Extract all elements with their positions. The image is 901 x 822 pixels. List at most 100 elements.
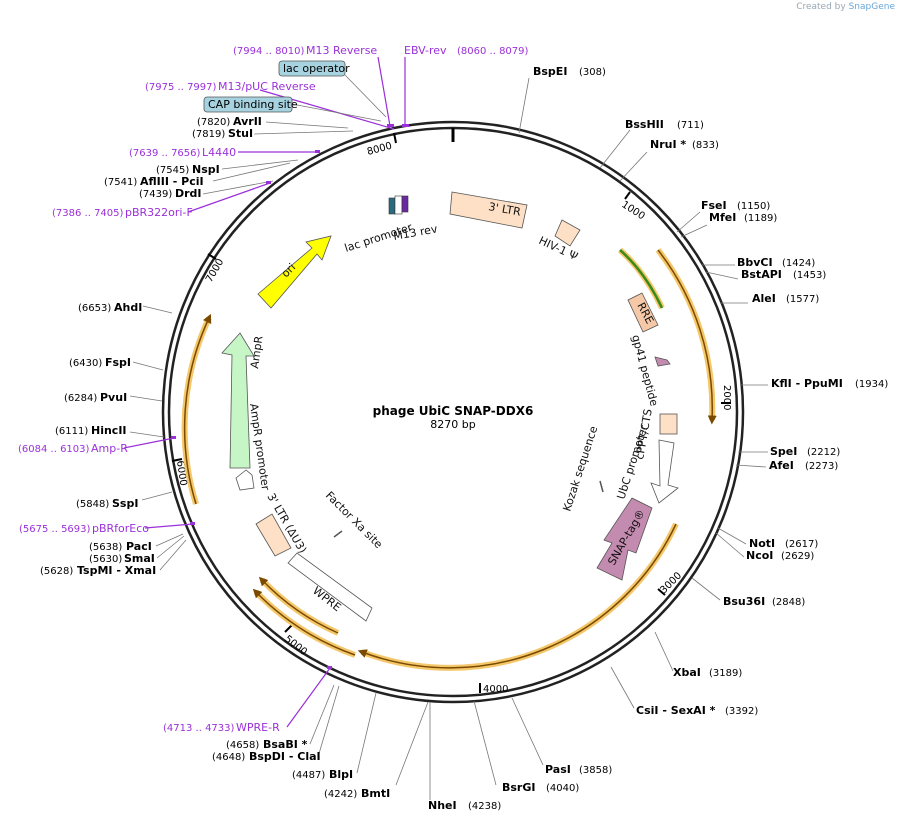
enzyme-stui: StuI [228,127,253,140]
enzyme-alei: AleI [752,292,776,305]
tick-1000: 1000 [619,199,646,222]
enzyme-hincii-pos: (6111) [55,426,88,437]
enzyme-xbai: XbaI [673,666,701,679]
enzyme-bsshii: BssHII [625,118,664,131]
enzyme-blpi-pos: (4487) [292,770,325,781]
enzyme-bspdi-pos: (4648) [212,752,245,763]
primer-wpre-r: WPRE-R [236,721,280,734]
enzyme-pvui: PvuI [100,391,127,404]
credit-prefix: Created by [796,2,846,12]
enzyme-afliii: AflIII - PciI [140,175,204,188]
feature-kozak [599,480,604,493]
orf-arrow-left [183,313,212,505]
feature-3-ltr-du3 [255,513,292,557]
primer-l4440-range: (7639 .. 7656) [129,148,201,159]
lac-operator-label: lac operator [283,62,350,75]
label-factor-xa: Factor Xa site [323,489,385,551]
enzyme-mfei-pos: (1189) [744,213,777,224]
enzyme-smai: SmaI [124,552,155,565]
enzyme-bsabi-pos: (4658) [226,740,259,751]
enzyme-sspi: SspI [112,497,138,510]
orf-arrow-bottom [357,523,677,669]
feature-gag-arrow [619,249,664,309]
feature-ubc-promoter [650,439,679,504]
primer-m13puc-range: (7975 .. 7997) [145,82,217,93]
primer-marks [171,124,409,669]
ticks [171,132,731,693]
enzyme-bsabi: BsaBI * [263,738,308,751]
primer-ebv-rev: EBV-rev [404,44,447,57]
feature-wpre [287,552,373,622]
enzyme-noti: NotI [749,537,775,550]
enzyme-bbvci: BbvCI [737,256,773,269]
enzyme-bspdi: BspDI - ClaI [249,750,321,763]
snapgene-logo: SnapGene [848,2,895,12]
enzyme-bstapi-pos: (1453) [793,270,826,281]
enzyme-bspei: BspEI [533,65,567,78]
enzyme-bsrgi-pos: (4040) [546,783,579,794]
label-kozak: Kozak sequence [560,424,600,513]
orf-arrow-wpre-2 [252,588,356,656]
enzyme-bsu36i: Bsu36I [723,595,765,608]
primer-wpre-r-range: (4713 .. 4733) [163,723,235,734]
cap-binding-box [203,96,293,113]
enzyme-spei: SpeI [770,445,797,458]
cap-binding-label: CAP binding site [208,98,298,111]
enzyme-bsu36i-pos: (2848) [772,597,805,608]
enzyme-alei-pos: (1577) [786,294,819,305]
tick-2000: 2000 [721,385,732,410]
enzyme-pasi-pos: (3858) [579,765,612,776]
enzyme-nspi-pos: (7545) [156,165,189,176]
feature-snap-tag [596,497,653,581]
enzyme-sspi-pos: (5848) [76,499,109,510]
enzyme-ahdi: AhdI [114,301,142,314]
enzyme-fspi: FspI [105,356,131,369]
enzyme-fsei-pos: (1150) [737,201,770,212]
primer-pbr322ori-range: (7386 .. 7405) [52,208,124,219]
enzyme-avrii: AvrII [233,115,262,128]
enzyme-stui-pos: (7819) [192,129,225,140]
enzyme-ncoi: NcoI [746,549,773,562]
label-ubc: UbC promoter [614,423,650,501]
primer-amp-r-range: (6084 .. 6103) [18,444,90,455]
primer-leaders [123,56,406,728]
enzyme-csii: CsiI - SexAI * [636,704,716,717]
primer-m13-reverse: M13 Reverse [306,44,377,57]
enzyme-nrui: NruI * [650,138,686,151]
tick-4000: 4000 [483,684,508,695]
enzyme-bstapi: BstAPI [741,268,782,281]
feature-ampr-promoter [235,469,255,491]
enzyme-nrui-pos: (833) [692,140,719,151]
orf-arrow-right [657,249,717,425]
label-3-ltr: 3' LTR [487,200,522,219]
feature-lac-promoter [394,195,403,215]
enzyme-drdi-pos: (7439) [139,189,172,200]
enzyme-avrii-pos: (7820) [197,117,230,128]
enzyme-bspei-pos: (308) [579,67,606,78]
enzyme-ncoi-pos: (2629) [781,551,814,562]
feature-lac-operator-box [388,197,396,215]
enzyme-tspmi: TspMI - XmaI [77,564,156,577]
primer-pbrforeco-range: (5675 .. 5693) [19,524,91,535]
feature-rre [627,292,659,333]
label-ampr: AmpR [248,335,265,370]
feature-cppt [659,413,678,435]
primer-l4440: L4440 [202,146,236,159]
lac-operator-box [278,60,346,77]
enzyme-fsei: FseI [701,199,727,212]
enzyme-bbvci-pos: (1424) [782,258,815,269]
feature-ori [257,235,332,309]
enzyme-ahdi-pos: (6653) [78,303,111,314]
orf-arrow-wpre-1 [258,576,339,634]
enzyme-bsrgi: BsrGI [502,781,535,794]
enzyme-mfei: MfeI [709,211,736,224]
enzyme-pvui-pos: (6284) [64,393,97,404]
feature-hiv1-psi [554,219,581,247]
feature-gp41 [654,356,671,367]
enzyme-nspi: NspI [192,163,220,176]
label-gp41: gp41 peptide [629,333,661,407]
enzyme-bmti: BmtI [361,787,390,800]
enzyme-kfli-pos: (1934) [855,379,888,390]
feature-ampr [221,332,255,469]
